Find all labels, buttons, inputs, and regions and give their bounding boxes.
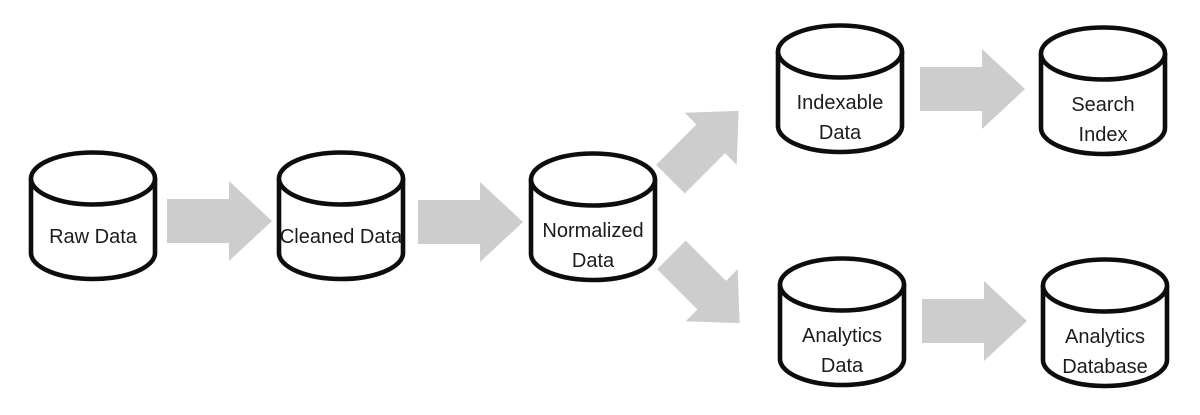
database-cylinder-icon xyxy=(777,256,907,388)
node-search-index: Search Index xyxy=(1038,24,1168,158)
node-analytics-data: Analytics Data xyxy=(777,255,907,389)
node-label: Analytics Database xyxy=(1062,326,1148,378)
node-label: Raw Data xyxy=(49,226,137,248)
node-label: Search Index xyxy=(1071,94,1135,146)
database-cylinder-icon xyxy=(1040,257,1170,389)
node-label: Indexable Data xyxy=(796,92,884,144)
node-cleaned-data: Cleaned Data xyxy=(276,149,406,283)
node-label: Cleaned Data xyxy=(279,226,403,248)
node-indexable-data: Indexable Data xyxy=(775,22,905,156)
database-cylinder-icon xyxy=(775,23,905,155)
node-label: Normalized Data xyxy=(542,220,644,272)
node-analytics-database: Analytics Database xyxy=(1040,256,1170,390)
arrow-analytics-to-database xyxy=(922,281,1027,361)
node-normalized-data: Normalized Data xyxy=(528,150,658,284)
arrow-indexable-to-search xyxy=(920,49,1025,129)
database-cylinder-icon xyxy=(1038,25,1168,157)
node-label: Analytics Data xyxy=(801,325,883,377)
arrow-normalized-to-analytics xyxy=(645,229,765,349)
database-cylinder-icon xyxy=(28,150,158,282)
arrow-cleaned-to-normalized xyxy=(418,182,523,262)
arrow-normalized-to-indexable xyxy=(644,85,764,205)
node-raw-data: Raw Data xyxy=(28,149,158,283)
database-cylinder-icon xyxy=(276,150,406,282)
database-cylinder-icon xyxy=(528,151,658,283)
arrow-raw-to-cleaned xyxy=(167,181,272,261)
